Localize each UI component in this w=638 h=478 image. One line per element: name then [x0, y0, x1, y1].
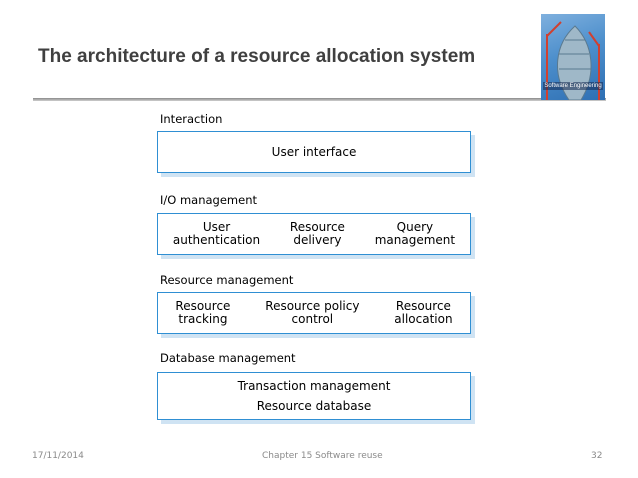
- component-user-interface: User interface: [271, 144, 357, 159]
- footer-chapter: Chapter 15 Software reuse: [262, 451, 383, 461]
- component-resource-policy-control: Resource policy control: [265, 299, 360, 326]
- footer-date: 17/11/2014: [32, 451, 84, 461]
- component-resource-database: Resource database: [256, 399, 372, 413]
- layer-label-database-management: Database management: [160, 351, 296, 365]
- footer-page-number: 32: [591, 451, 603, 461]
- book-cover-image: Software Engineering: [541, 14, 605, 100]
- component-transaction-management: Transaction management: [237, 379, 391, 393]
- layer-box-interaction: User interface: [157, 131, 471, 173]
- title-divider: [33, 98, 606, 101]
- book-cover-title: Software Engineering: [543, 82, 603, 90]
- layer-label-resource-management: Resource management: [160, 273, 294, 287]
- component-resource-allocation: Resource allocation: [394, 299, 453, 326]
- layer-label-io-management: I/O management: [160, 193, 258, 207]
- layer-box-io-management: User authentication Resource delivery Qu…: [157, 213, 471, 255]
- layer-label-interaction: Interaction: [160, 112, 223, 126]
- slide-title: The architecture of a resource allocatio…: [38, 46, 476, 67]
- component-query-management: Query management: [374, 220, 456, 247]
- layer-box-database-management: Transaction management Resource database: [157, 372, 471, 420]
- layer-box-resource-management: Resource tracking Resource policy contro…: [157, 292, 471, 334]
- component-user-authentication: User authentication: [172, 220, 261, 247]
- component-resource-delivery: Resource delivery: [289, 220, 345, 247]
- component-resource-tracking: Resource tracking: [175, 299, 231, 326]
